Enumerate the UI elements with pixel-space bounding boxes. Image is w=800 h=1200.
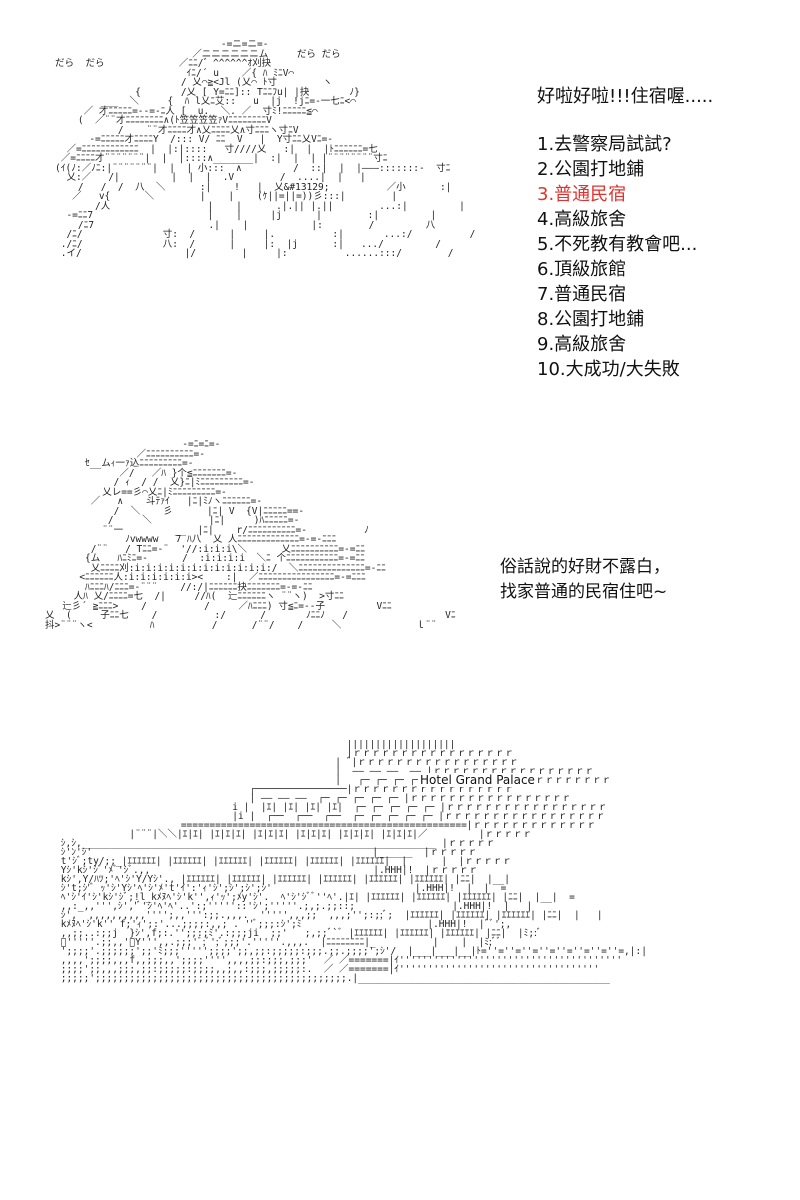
option-item: 4.高級旅舍 (537, 209, 627, 230)
options-list: 1.去警察局試試? 2.公園打地鋪 3.普通民宿 4.高級旅舍 5.不死教有教會… (537, 132, 777, 382)
option-item: 6.頂級旅館 (537, 259, 627, 280)
ascii-art-top-scene: -=ニ=ニ=- ／ニニニニニニム だら だら だら だら ／ﾆﾆ/゛^^^^^^… (55, 40, 476, 259)
option-item: 8.公園打地鋪 (537, 309, 645, 330)
option-item: 10.大成功/大失敗 (537, 359, 680, 380)
ascii-art-hotel-building: ||||||||||||||||||| |ｒｒｒｒｒｒｒｒｒｒｒｒｒｒｒｒｒ |… (55, 740, 647, 985)
narration-caption: 俗話說的好財不露白， 找家普通的民宿住吧~ (500, 555, 780, 605)
lodging-options-menu: 好啦好啦!!!住宿喔..... 1.去警察局試試? 2.公園打地鋪 3.普通民宿… (537, 82, 777, 382)
menu-title: 好啦好啦!!!住宿喔..... (537, 86, 714, 107)
option-item: 2.公園打地鋪 (537, 159, 645, 180)
caption-line: 俗話說的好財不露白， (500, 557, 670, 577)
ascii-art-middle-scene: -=ﾆ=ﾆ=- ／ﾆﾆﾆﾆﾆﾆﾆﾆﾆﾆ=- ｾ__ムｨ一ｧ込ﾆﾆﾆﾆﾆﾆﾆﾆﾆ=… (45, 440, 456, 631)
option-item: 9.高級旅舍 (537, 334, 627, 355)
option-item: 1.去警察局試試? (537, 134, 672, 155)
option-item: 3.普通民宿 (537, 184, 627, 205)
option-item: 7.普通民宿 (537, 284, 627, 305)
hotel-sign: Hotel Grand Palace (418, 773, 537, 787)
option-item: 5.不死教有教會吧... (537, 234, 698, 255)
caption-line: 找家普通的民宿住吧~ (500, 582, 668, 602)
